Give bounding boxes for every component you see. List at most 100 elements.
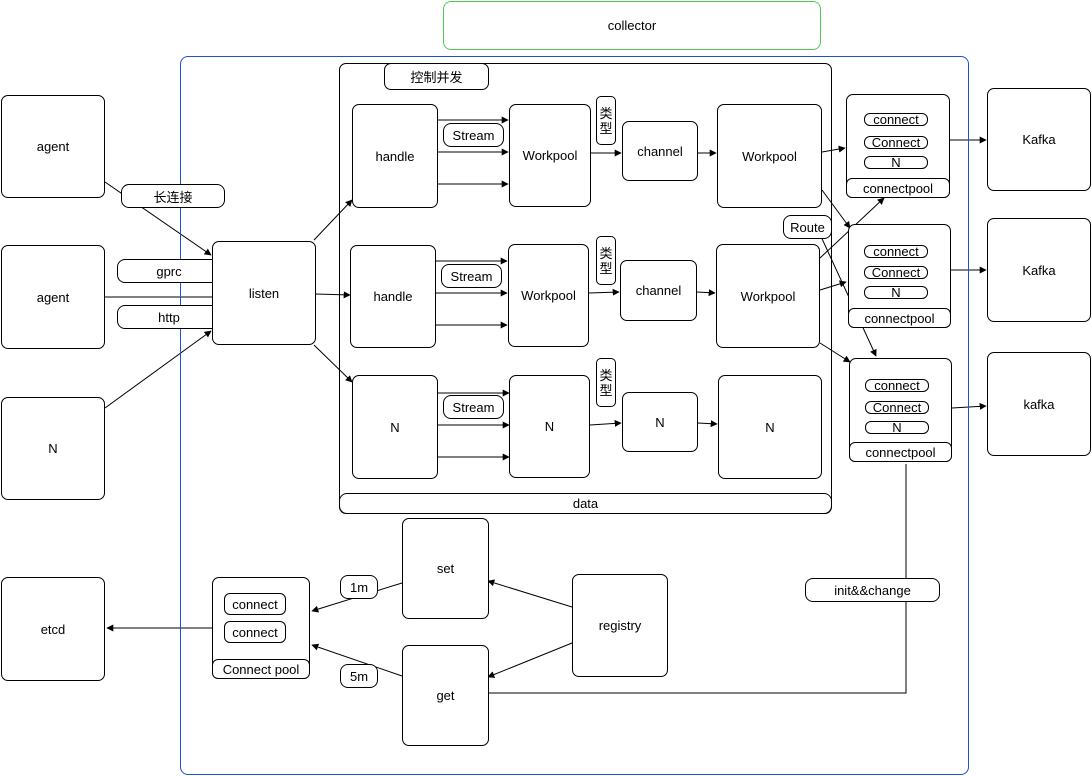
channel-node: channel [622, 121, 698, 181]
long-connection-text: 长连接 [153, 189, 193, 205]
interval-5m-label: 5m [340, 664, 378, 688]
agent-label: agent [36, 139, 70, 154]
kafka-label: Kafka [1022, 132, 1056, 147]
stream-text: Stream [450, 268, 493, 284]
agent-node-1: agent [1, 95, 105, 198]
grpc-label: gprc [117, 259, 221, 283]
agent-label: N [48, 441, 58, 456]
channel-label: N [655, 414, 665, 430]
kafka-node: Kafka [987, 218, 1091, 322]
http-label: http [117, 305, 221, 329]
type-char: 类 [599, 105, 613, 121]
interval-1m-label: 1m [340, 575, 378, 599]
connect-text: connect [874, 378, 920, 393]
connect-item: Connect [864, 266, 928, 279]
connect-item: N [865, 421, 929, 434]
concurrency-control-text: 控制并发 [410, 70, 463, 85]
workpool-label: Workpool [522, 148, 578, 163]
connect-text: connect [232, 624, 278, 640]
stream-label: Stream [441, 264, 502, 288]
registry-node: registry [572, 574, 668, 677]
connect-text: connect [873, 112, 919, 127]
type-char: 型 [599, 120, 613, 136]
channel-label: channel [635, 283, 682, 298]
connect-item: connect [224, 593, 286, 615]
stream-text: Stream [452, 399, 495, 415]
init-change-label: init&&change [805, 578, 940, 602]
handle-label: N [390, 419, 400, 435]
workpool-node-2: Workpool [716, 244, 820, 348]
connect-item: connect [864, 245, 928, 258]
connectpool-text: connectpool [862, 180, 934, 196]
init-change-text: init&&change [834, 582, 911, 598]
type-label: 类型 [596, 358, 616, 407]
type-label: 类型 [596, 96, 616, 145]
type-char: 型 [599, 260, 613, 276]
workpool-label: Workpool [740, 288, 796, 304]
agent-node-n: N [1, 397, 105, 500]
collector-box: collector [443, 1, 821, 50]
kafka-node: kafka [987, 352, 1091, 456]
stream-label: Stream [443, 395, 504, 419]
get-label: get [436, 688, 455, 703]
agent-label: agent [36, 289, 70, 305]
connect-pool-label: Connect pool [212, 659, 310, 679]
connect-text: N [892, 420, 902, 435]
stream-label: Stream [443, 123, 504, 147]
concurrency-control-label: 控制并发 [384, 63, 489, 90]
etcd-node: etcd [1, 577, 105, 681]
handle-label: handle [373, 289, 413, 304]
stream-text: Stream [452, 127, 495, 143]
connect-text: Connect [871, 135, 921, 150]
set-node: set [402, 518, 489, 619]
type-label: 类型 [596, 236, 616, 285]
route-text: Route [790, 219, 825, 235]
etcd-label: etcd [40, 621, 66, 637]
listen-node: listen [212, 241, 316, 345]
get-node: get [402, 645, 489, 746]
type-char: 类 [599, 367, 613, 383]
connect-item: N [864, 286, 928, 299]
collector-container [180, 56, 969, 775]
connect-text: connect [232, 596, 278, 612]
channel-label: channel [637, 143, 683, 159]
data-bar-text: data [572, 496, 599, 511]
long-connection-label: 长连接 [121, 184, 225, 208]
channel-node: channel [620, 260, 697, 321]
listen-label: listen [248, 285, 280, 301]
set-label: set [436, 561, 455, 576]
interval-5m-text: 5m [349, 668, 369, 684]
connect-text: connect [873, 244, 919, 259]
type-char: 类 [599, 245, 613, 261]
kafka-label: kafka [1023, 396, 1055, 412]
workpool-node-2-n: N [718, 375, 822, 479]
connect-item: connect [864, 113, 928, 126]
connect-item: connect [865, 379, 929, 392]
connectpool-label: connectpool [846, 178, 950, 198]
workpool-node-n: N [509, 375, 590, 478]
workpool-node-2: Workpool [717, 104, 822, 208]
type-char: 型 [599, 382, 613, 398]
connect-text: N [891, 285, 901, 300]
connectpool-text: connectpool [865, 444, 936, 460]
connect-item: Connect [864, 136, 928, 149]
workpool-label: N [765, 419, 775, 435]
agent-node-2: agent [1, 245, 105, 349]
handle-label: handle [375, 148, 415, 164]
connectpool-label: connectpool [848, 308, 951, 328]
connect-pool-text: Connect pool [222, 661, 300, 677]
connect-text: Connect [872, 400, 922, 415]
connectpool-text: connectpool [864, 310, 935, 326]
handle-node-n: N [352, 375, 438, 479]
data-bar: data [339, 493, 832, 514]
connect-item: N [864, 156, 928, 169]
handle-node: handle [352, 104, 438, 208]
workpool-node: Workpool [509, 104, 591, 207]
workpool-node: Workpool [508, 244, 589, 347]
grpc-text: gprc [156, 263, 182, 279]
handle-node: handle [350, 245, 436, 348]
connectpool-label: connectpool [849, 442, 952, 462]
registry-label: registry [598, 618, 642, 633]
interval-1m-text: 1m [349, 579, 369, 595]
kafka-label: Kafka [1022, 262, 1056, 278]
